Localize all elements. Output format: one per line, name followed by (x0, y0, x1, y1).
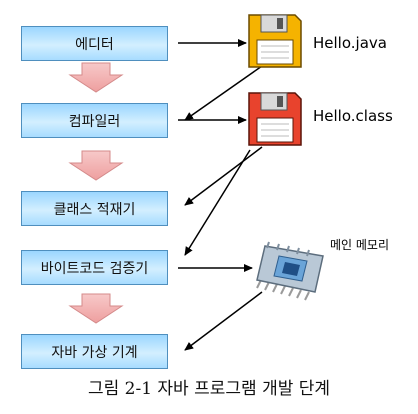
block-arrow-1 (68, 62, 124, 93)
floppy-disk-icon-class (248, 92, 302, 146)
figure-caption: 그림 2-1 자바 프로그램 개발 단계 (87, 379, 331, 399)
file-label-class: Hello.class (313, 107, 393, 125)
block-arrow-3 (68, 293, 124, 324)
step-class-loader-box: 클래스 적재기 (21, 191, 168, 226)
floppy-disk-icon-java (248, 14, 302, 68)
arrow-class-to-verifier (184, 149, 251, 256)
memory-label: 메인 메모리 (330, 238, 390, 252)
step-compiler-box: 컴파일러 (21, 103, 168, 138)
file-label-java: Hello.java (313, 34, 387, 52)
step-bytecode-verifier-box: 바이트코드 검증기 (21, 250, 168, 285)
arrow-class-to-loader (184, 146, 263, 206)
step-jvm-box: 자바 가상 기계 (21, 334, 168, 369)
block-arrow-2 (68, 150, 124, 181)
arrow-memory-to-jvm (184, 291, 263, 351)
memory-chip-icon (256, 241, 324, 301)
step-editor-box: 에디터 (21, 26, 168, 61)
arrow-java-to-compiler (184, 65, 263, 121)
